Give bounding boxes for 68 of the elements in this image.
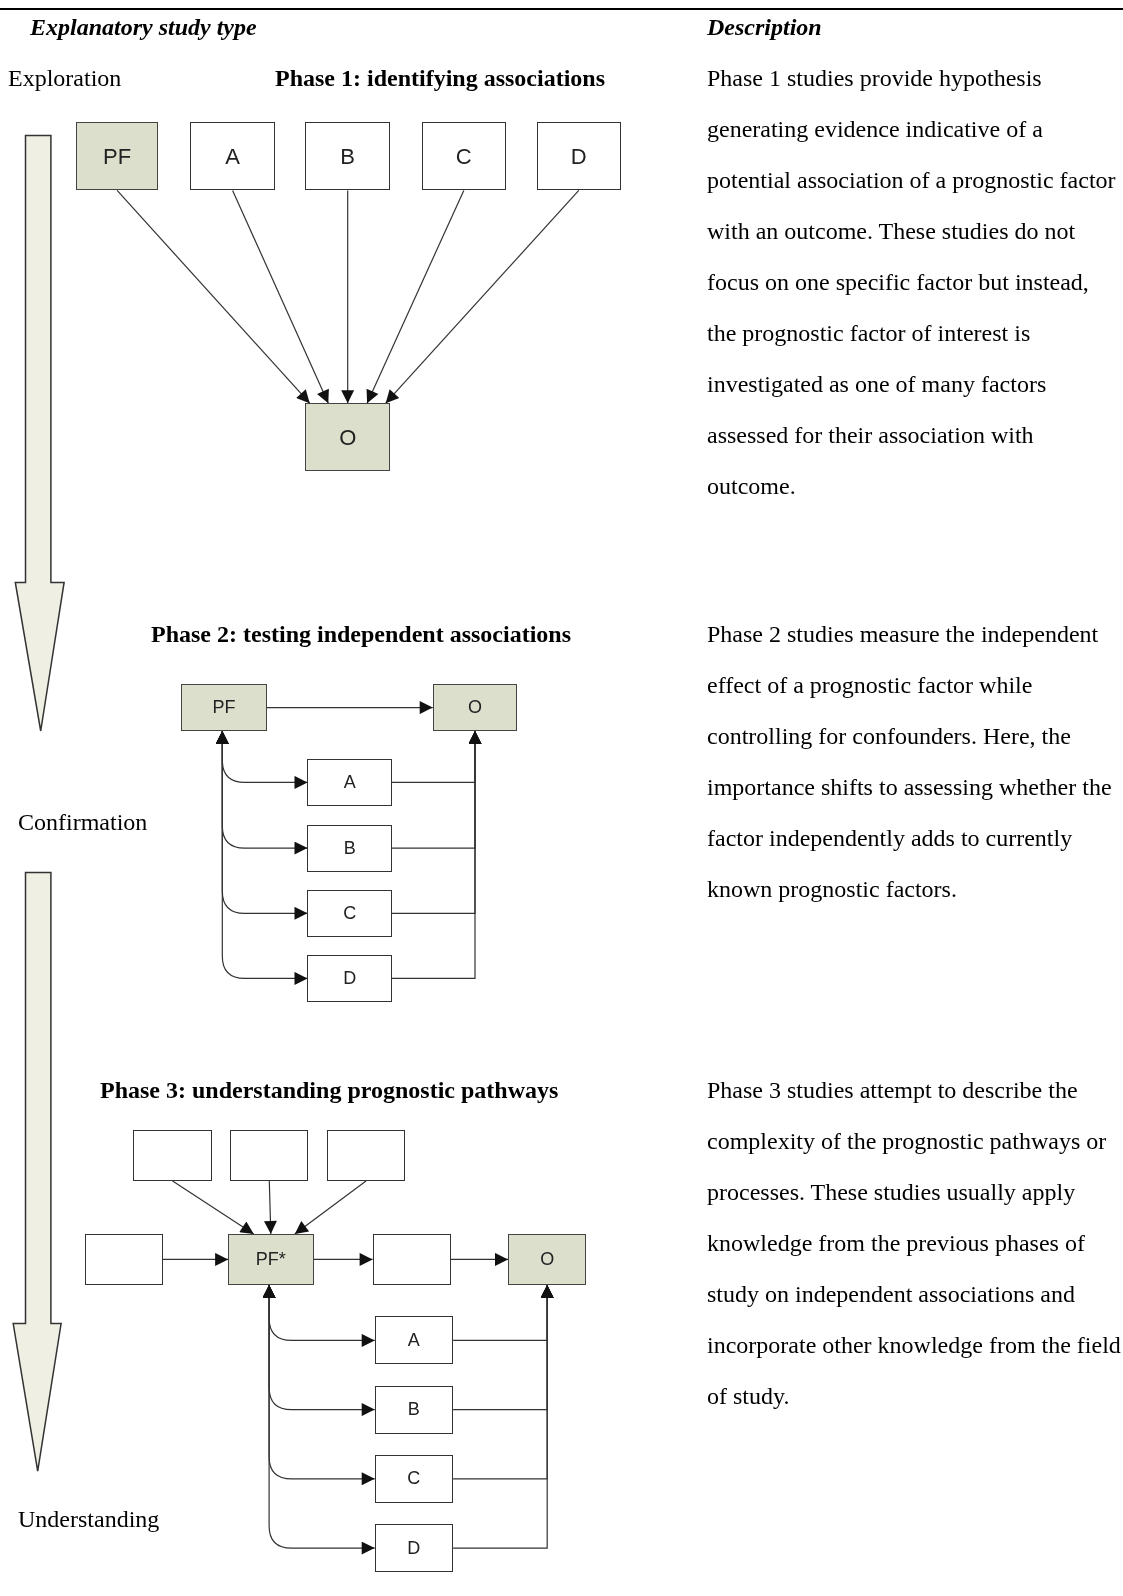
factor-label: PF — [103, 142, 132, 171]
factor-box — [307, 955, 392, 1002]
factor-label: C — [343, 901, 357, 925]
arrow — [162, 1252, 229, 1266]
factor-label: A — [225, 142, 240, 171]
description-text: Phase 1 studies provide hypothesis generating evidence indicative of a potential association of a prognostic factor with an outcome. These studies do not focus on one specific factor but instead, the prognostic factor of interest is investigated as one of many factors assessed for their association with outcome. — [707, 64, 1117, 501]
factor-label: O — [540, 1247, 555, 1271]
description-text: Phase 3 studies attempt to describe the complexity of the prognostic pathways or processes. These studies usually apply knowledge from the previous phases of study on independent associations and incorporate other knowledge from the field of study. — [707, 1076, 1121, 1411]
factor-box — [307, 758, 392, 807]
arrow — [232, 189, 329, 404]
factor-label: PF — [212, 696, 236, 720]
factor-label: C — [455, 142, 472, 171]
factor-box — [305, 122, 390, 191]
factor-label: A — [343, 770, 356, 794]
factor-label: D — [570, 142, 587, 171]
stage-label: Exploration — [8, 64, 122, 93]
arrow — [450, 1252, 509, 1266]
factor-box — [374, 1524, 454, 1572]
arrow — [266, 701, 434, 715]
factor-box — [374, 1454, 454, 1503]
factor-box — [374, 1316, 454, 1365]
factor-label: O — [467, 696, 482, 720]
factor-box — [181, 684, 267, 731]
description-text: Phase 2 studies measure the independent effect of a prognostic factor while controlling for confounders. Here, the importance shifts to assessing whether the factor independently adds to currently known prognostic factors. — [707, 620, 1113, 904]
factor-label: B — [407, 1398, 420, 1422]
factor-label: C — [407, 1467, 421, 1491]
factor-box — [432, 684, 518, 731]
factor-box — [228, 1233, 314, 1285]
arrow — [366, 189, 465, 404]
arrow — [116, 189, 311, 404]
empty-box — [372, 1233, 451, 1285]
factor-box — [305, 403, 390, 472]
stage-label: Understanding — [18, 1505, 160, 1534]
stage-label: Confirmation — [18, 808, 148, 837]
arrow — [452, 1284, 554, 1549]
arrow — [294, 1180, 367, 1235]
factor-label: D — [407, 1536, 421, 1560]
empty-box — [84, 1233, 163, 1285]
factor-box — [374, 1385, 454, 1434]
empty-box — [326, 1130, 406, 1182]
phase-heading: Phase 3: understanding prognostic pathways — [100, 1076, 559, 1105]
arrow — [385, 189, 580, 404]
empty-box — [133, 1130, 212, 1182]
factor-label: D — [343, 966, 357, 990]
factor-box — [76, 122, 158, 191]
arrow — [313, 1252, 374, 1266]
factor-label: PF* — [255, 1247, 286, 1271]
column-header: Description — [707, 13, 822, 42]
factor-box — [307, 889, 392, 937]
phase-heading: Phase 1: identifying associations — [275, 64, 606, 93]
arrow — [263, 1180, 277, 1235]
arrow — [262, 1284, 376, 1555]
column-header: Explanatory study type — [30, 13, 257, 42]
factor-box — [508, 1233, 587, 1285]
arrow — [391, 730, 482, 979]
factor-label: O — [339, 423, 357, 452]
factor-box — [307, 824, 392, 872]
factor-label: B — [343, 836, 356, 860]
factor-label: B — [340, 142, 356, 171]
phase-heading: Phase 2: testing independent associations — [151, 620, 572, 649]
factor-box — [190, 122, 275, 191]
factor-box — [421, 122, 506, 191]
arrow — [341, 189, 355, 404]
arrow — [215, 730, 309, 985]
empty-box — [230, 1130, 309, 1182]
factor-box — [536, 122, 622, 191]
factor-label: A — [407, 1328, 420, 1352]
arrow — [172, 1180, 255, 1235]
